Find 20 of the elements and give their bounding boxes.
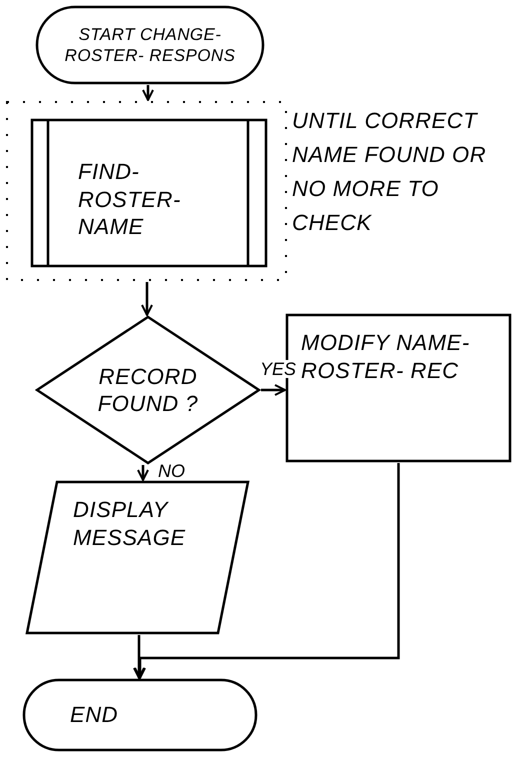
- connector-arrow: [133, 635, 145, 679]
- edge-label: NO: [156, 462, 187, 480]
- end-terminal: [22, 678, 258, 752]
- connector-arrow: [134, 463, 400, 679]
- connector-arrow: [142, 85, 154, 101]
- output-parallelogram: [25, 480, 250, 635]
- connector-arrow: [261, 384, 286, 396]
- connector-arrow: [137, 465, 149, 481]
- loop-condition-note: UNTIL CORRECT NAME FOUND OR NO MORE TO CHECK: [292, 107, 488, 238]
- node-text: START CHANGE-ROSTER- RESPONS: [64, 24, 236, 66]
- loop-region: [5, 100, 288, 282]
- node-text: END: [70, 701, 118, 729]
- connector-arrow: [141, 282, 153, 316]
- node-text: DISPLAY MESSAGE: [73, 496, 187, 551]
- node-text: RECORD FOUND ?: [96, 362, 200, 418]
- predefined-process-box: [30, 118, 268, 268]
- start-terminal: [35, 5, 265, 85]
- node-text: MODIFY NAME- ROSTER- REC: [301, 329, 471, 384]
- decision-diamond: [35, 315, 261, 465]
- node-text: FIND- ROSTER- NAME: [78, 158, 182, 240]
